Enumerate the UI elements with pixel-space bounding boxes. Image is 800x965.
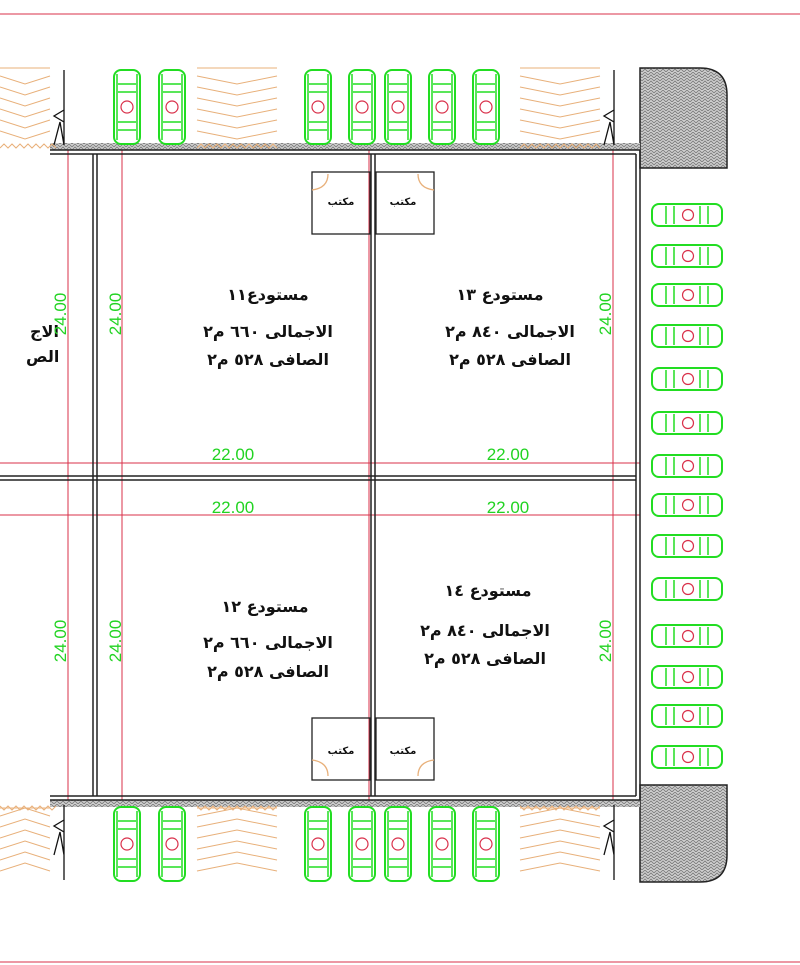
dimension-width: 22.00 xyxy=(487,445,530,464)
car-icon xyxy=(651,745,723,769)
ramp-hatch xyxy=(519,805,601,872)
car-icon xyxy=(304,69,332,145)
grid-lines xyxy=(0,150,640,800)
car-icon xyxy=(113,69,141,145)
dimension-depth: 24.00 xyxy=(596,293,615,336)
wall-top xyxy=(50,149,640,155)
entrance-arrow-icon xyxy=(52,805,65,880)
entrance-arrow-icon xyxy=(602,70,615,146)
car-icon xyxy=(651,411,723,435)
car-icon xyxy=(472,806,500,882)
car-icon xyxy=(651,493,723,517)
ramp-hatch xyxy=(196,805,278,872)
car-icon xyxy=(651,704,723,728)
dimension-width: 22.00 xyxy=(212,445,255,464)
wall-middle xyxy=(0,475,636,481)
warehouse-name: مستودع ١٣ xyxy=(457,285,544,304)
car-icon xyxy=(651,367,723,391)
car-icon xyxy=(304,806,332,882)
entrance-arrows xyxy=(52,70,615,880)
office-door-arcs xyxy=(311,173,435,777)
car-icon xyxy=(651,203,723,227)
dimension-width: 22.00 xyxy=(487,498,530,517)
ramp-hatch xyxy=(196,67,278,149)
car-icon xyxy=(428,69,456,145)
dimension-depth: 24.00 xyxy=(106,620,125,663)
warehouse-gross-area: الاجمالى ٦٦٠ م٢ xyxy=(203,633,333,652)
car-icon xyxy=(651,454,723,478)
office-label: مكتب xyxy=(390,197,417,208)
ramp-areas xyxy=(0,67,601,872)
warehouse-net-area: الصافى ٥٢٨ م٢ xyxy=(207,350,329,369)
office-bottom-right xyxy=(375,717,435,781)
warehouse-net-area: الصافى ٥٢٨ م٢ xyxy=(424,649,546,668)
car-icon xyxy=(651,283,723,307)
partial-gross-area: الاج xyxy=(30,322,59,341)
dimension-depth: 24.00 xyxy=(106,293,125,336)
warehouse-name: مستودع ١٢ xyxy=(222,597,309,616)
car-icon xyxy=(651,244,723,268)
warehouse-name: مستودع ١٤ xyxy=(445,581,532,600)
dimension-depth: 24.00 xyxy=(596,620,615,663)
car-icon xyxy=(384,806,412,882)
office-top-left xyxy=(311,171,371,235)
offices xyxy=(311,171,435,781)
ramp-hatch xyxy=(0,805,57,872)
sidewalk-top xyxy=(50,143,640,150)
warehouse-name: مستودع١١ xyxy=(227,285,308,304)
car-icon xyxy=(651,534,723,558)
warehouse-14-label: مستودع ١٤ الاجمالى ٨٤٠ م٢ الصافى ٥٢٨ م٢ xyxy=(420,581,550,668)
car-icon xyxy=(348,69,376,145)
entrance-arrow-icon xyxy=(602,805,615,880)
wall-right xyxy=(635,150,641,800)
warehouse-13-label: مستودع ١٣ الاجمالى ٨٤٠ م٢ الصافى ٥٢٨ م٢ xyxy=(445,285,575,369)
wall-center-partition xyxy=(370,154,376,796)
hatched-corner-top xyxy=(639,67,728,169)
warehouse-gross-area: الاجمالى ٦٦٠ م٢ xyxy=(203,322,333,341)
warehouse-gross-area: الاجمالى ٨٤٠ م٢ xyxy=(420,621,550,640)
office-bottom-left xyxy=(311,717,371,781)
car-icon xyxy=(428,806,456,882)
wall-bottom xyxy=(50,795,640,801)
ramp-hatch xyxy=(0,67,57,149)
wall-left-partition xyxy=(92,154,98,796)
hatched-corner-bottom xyxy=(639,784,728,883)
office-label: مكتب xyxy=(390,746,417,757)
office-label: مكتب xyxy=(328,746,355,757)
warehouse-11-label: مستودع١١ الاجمالى ٦٦٠ م٢ الصافى ٥٢٨ م٢ xyxy=(203,285,333,369)
office-top-right xyxy=(375,171,435,235)
dimension-depth: 24.00 xyxy=(51,293,70,336)
car-icon xyxy=(651,624,723,648)
dimension-labels: 24.00 24.00 24.00 24.00 24.00 24.00 22.0… xyxy=(51,293,615,663)
warehouse-net-area: الصافى ٥٢٨ م٢ xyxy=(207,662,329,681)
car-icon xyxy=(472,69,500,145)
car-icon xyxy=(651,577,723,601)
car-icon xyxy=(651,324,723,348)
dimension-depth: 24.00 xyxy=(51,620,70,663)
car-icon xyxy=(384,69,412,145)
car-icon xyxy=(113,806,141,882)
warehouse-12-label: مستودع ١٢ الاجمالى ٦٦٠ م٢ الصافى ٥٢٨ م٢ xyxy=(203,597,333,681)
entrance-arrow-icon xyxy=(52,70,65,146)
partial-net-area: الص xyxy=(26,347,59,366)
parking-cars xyxy=(113,69,723,882)
car-icon xyxy=(651,665,723,689)
warehouse-gross-area: الاجمالى ٨٤٠ م٢ xyxy=(445,322,575,341)
sidewalk-bottom xyxy=(50,800,640,807)
car-icon xyxy=(158,69,186,145)
car-icon xyxy=(348,806,376,882)
ramp-hatch xyxy=(519,67,601,149)
dimension-width: 22.00 xyxy=(212,498,255,517)
car-icon xyxy=(158,806,186,882)
walls xyxy=(0,149,641,801)
office-label: مكتب xyxy=(328,197,355,208)
warehouse-net-area: الصافى ٥٢٨ م٢ xyxy=(449,350,571,369)
